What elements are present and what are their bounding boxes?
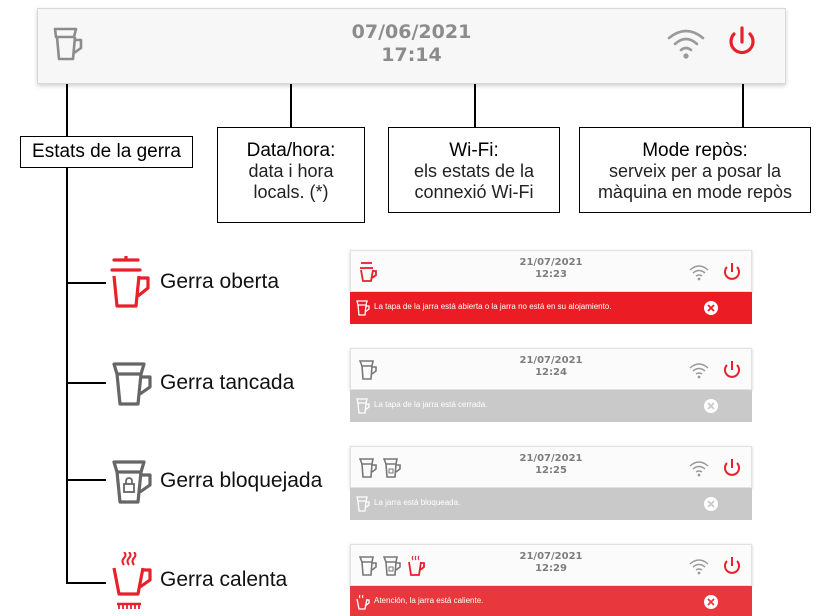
screen-time: 12:25: [535, 465, 567, 476]
wifi-icon[interactable]: [688, 459, 710, 482]
connector-power-v: [742, 70, 744, 127]
jar-icon: [356, 398, 370, 419]
screen-jar-open: 21/07/2021 12:23 La tapa de la jarra est…: [350, 250, 752, 324]
connector-jar-vertical: [66, 66, 68, 136]
callout-jar-states-title: Estats de la gerra: [32, 141, 181, 162]
screen-message: La jarra está bloqueada.: [374, 498, 461, 507]
screen-date: 21/07/2021: [519, 453, 583, 464]
jar-open-icon: [108, 256, 154, 315]
status-date: 07/06/2021: [351, 21, 472, 43]
status-bar: 07/06/2021 17:14: [37, 8, 786, 84]
jar-locked-icon: [356, 496, 370, 517]
screen-message: Atención, la jarra está caliente.: [374, 596, 484, 605]
screen-message: La tapa de la jarra está cerrada.: [374, 400, 488, 409]
jar-icon: [356, 300, 370, 321]
state-label-locked: Gerra bloquejada: [160, 469, 323, 492]
screen-jar-closed: 21/07/2021 12:24 La tapa de la jarra est…: [350, 348, 752, 422]
screen-header: 21/07/2021 12:24: [350, 348, 752, 390]
jar-closed-icon: [358, 359, 377, 386]
status-time: 17:14: [381, 44, 442, 66]
state-label-hot: Gerra calenta: [160, 568, 288, 591]
jar-locked-icon: [110, 458, 156, 511]
state-label-closed: Gerra tancada: [160, 371, 295, 394]
connector-branch-hot: [66, 582, 106, 584]
screen-message-bar: La jarra está bloqueada.: [350, 488, 752, 520]
jar-hot-icon: [356, 594, 370, 615]
connector-branch-closed: [66, 382, 106, 384]
wifi-icon[interactable]: [688, 361, 710, 384]
jar-closed-icon: [110, 360, 156, 413]
power-icon[interactable]: [725, 23, 759, 66]
screen-message-bar: Atención, la jarra está caliente.: [350, 586, 752, 616]
screen-date: 21/07/2021: [519, 355, 583, 366]
connector-branch-open: [66, 282, 106, 284]
callout-wifi: Wi-Fi: els estats de la connexió Wi-Fi: [388, 127, 560, 213]
callout-datetime: Data/hora: data i hora locals. (*): [217, 127, 365, 223]
jar-closed-icon: [358, 555, 377, 582]
jar-closed-icon: [358, 457, 377, 484]
connector-datetime-v: [290, 42, 292, 130]
screen-message: La tapa de la jarra está abierta o la ja…: [374, 302, 612, 311]
callout-sleep-line1: serveix per a posar la: [608, 161, 782, 181]
screen-jar-hot: 21/07/2021 12:29 Atención, la jarra está…: [350, 544, 752, 616]
connector-states-vertical: [66, 168, 68, 584]
power-icon[interactable]: [722, 555, 742, 582]
close-icon[interactable]: [703, 496, 719, 517]
callout-datetime-title: Data/hora:: [246, 140, 336, 161]
callout-sleep-mode: Mode repòs: serveix per a posar la màqui…: [579, 127, 811, 213]
screen-message-bar: La tapa de la jarra está cerrada.: [350, 390, 752, 422]
close-icon[interactable]: [703, 300, 719, 321]
jar-locked-icon: [382, 555, 401, 582]
screen-time: 12:23: [535, 269, 567, 280]
connector-wifi-v: [474, 43, 476, 127]
close-icon[interactable]: [703, 398, 719, 419]
callout-sleep-line2: màquina en mode repòs: [597, 182, 793, 202]
jar-icon: [52, 25, 84, 68]
callout-jar-states: Estats de la gerra: [20, 136, 193, 168]
wifi-icon[interactable]: [688, 263, 710, 286]
screen-header: 21/07/2021 12:25: [350, 446, 752, 488]
connector-branch-locked: [66, 479, 106, 481]
callout-wifi-title: Wi-Fi:: [449, 140, 499, 161]
power-icon[interactable]: [722, 359, 742, 386]
screen-time: 12:29: [535, 563, 567, 574]
power-icon[interactable]: [722, 457, 742, 484]
screen-header: 21/07/2021 12:29: [350, 544, 752, 586]
screen-time: 12:24: [535, 367, 567, 378]
jar-open-icon: [359, 261, 377, 288]
screen-header: 21/07/2021 12:23: [350, 250, 752, 292]
power-icon[interactable]: [722, 261, 742, 288]
wifi-icon[interactable]: [666, 25, 706, 66]
callout-wifi-line2: connexió Wi-Fi: [414, 182, 534, 202]
callout-wifi-line1: els estats de la: [413, 161, 535, 181]
callout-datetime-line2: locals. (*): [253, 182, 329, 202]
jar-hot-icon: [110, 551, 156, 616]
close-icon[interactable]: [703, 594, 719, 615]
jar-locked-icon: [382, 457, 401, 484]
screen-jar-locked: 21/07/2021 12:25 La jarra está bloqueada…: [350, 446, 752, 520]
screen-date: 21/07/2021: [519, 551, 583, 562]
jar-hot-icon: [407, 555, 425, 582]
wifi-icon[interactable]: [688, 557, 710, 580]
state-label-open: Gerra oberta: [160, 270, 280, 293]
callout-sleep-title: Mode repòs:: [642, 140, 748, 161]
screen-date: 21/07/2021: [519, 257, 583, 268]
callout-datetime-line1: data i hora: [248, 161, 334, 181]
screen-message-bar: La tapa de la jarra está abierta o la ja…: [350, 292, 752, 324]
